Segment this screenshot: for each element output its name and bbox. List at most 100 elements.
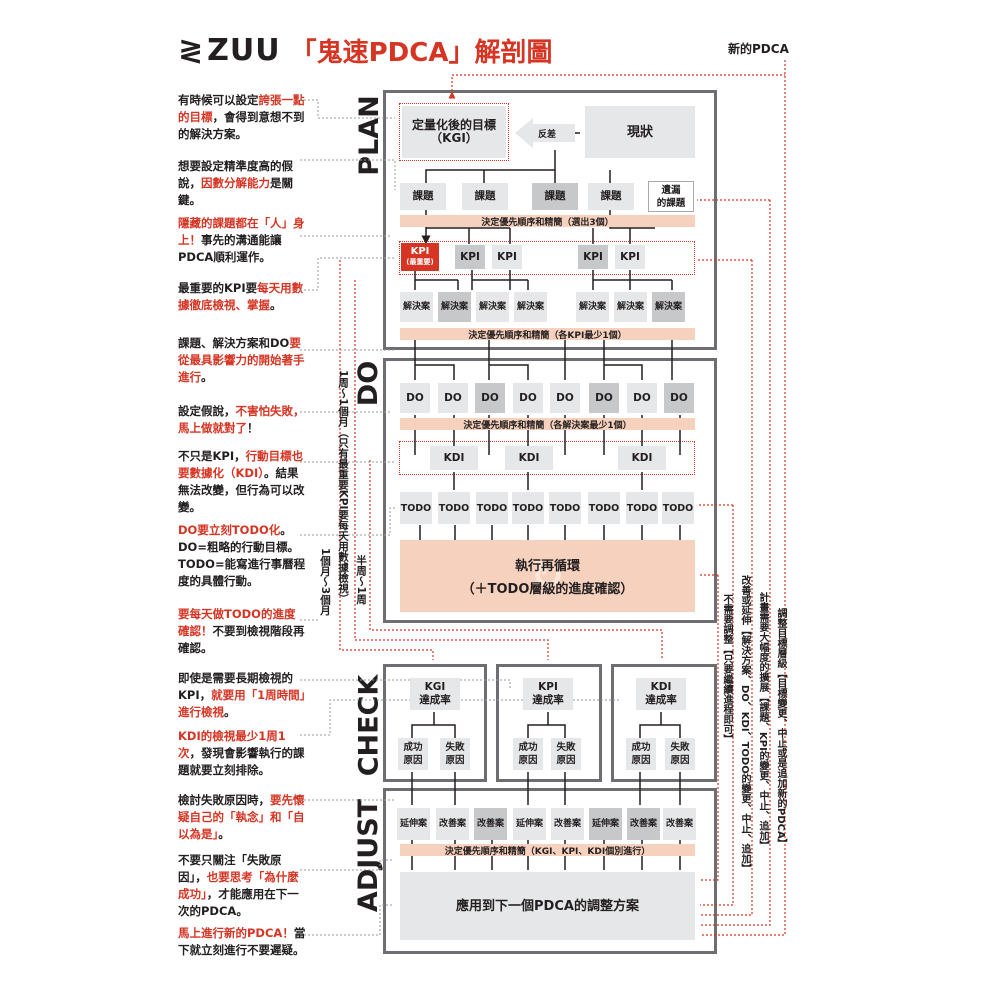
- note-1-segment-3: ，會得到意想不到的解決方案。: [178, 110, 305, 141]
- note-1-segment-2: 誇張一點的目標: [178, 93, 305, 124]
- zuu-logo-icon: ≷: [178, 32, 204, 68]
- note-13-segment-1: 不要只關注「失敗原因」，: [178, 853, 282, 884]
- note-4-segment-1: 最重要的KPI要: [178, 281, 258, 295]
- do-frame: [383, 358, 717, 623]
- plan-priority-band-2: 決定優先順序和精簡（各KPI最少1個）: [400, 328, 695, 341]
- issue-box-1: 課題: [400, 183, 446, 210]
- check-kpi-frame: [496, 664, 602, 782]
- note-8-segment-1: DO要立刻TODO化: [178, 523, 281, 537]
- apply-next-pdca-box: 應用到下一個PDCA的調整方案: [400, 872, 695, 940]
- do-box-4: DO: [513, 383, 543, 413]
- kpi-row-highlight: [399, 241, 695, 275]
- kpi-box-4: KPI: [615, 245, 645, 269]
- todo-box-1: TODO: [400, 492, 432, 524]
- do-box-7: DO: [627, 383, 657, 413]
- note-10: 即使是需要長期檢視的KPI，就要用「1周時間」進行檢視。: [178, 670, 306, 721]
- note-12-segment-1: 檢討失敗原因時，: [178, 793, 270, 807]
- do-box-5: DO: [550, 383, 580, 413]
- note-2-segment-1: 想要設定精準度高的假說，: [178, 159, 293, 190]
- kpi-achievement-box: KPI 達成率: [523, 678, 573, 710]
- kdi-box-3: KDI: [618, 446, 666, 470]
- todo-box-2: TODO: [438, 492, 470, 524]
- note-6: 設定假說，不害怕失敗，馬上做就對了！: [178, 403, 306, 437]
- do-box-6: DO: [589, 383, 619, 413]
- execution-loop-box: ↻ 執行再循環 （＋TODO層級的進度確認）: [400, 540, 695, 612]
- plan-frame: [383, 90, 717, 350]
- solution-box-4: 解決案: [514, 292, 547, 322]
- kdi-box-2: KDI: [505, 446, 553, 470]
- note-8-segment-2: 。DO=粗略的行動目標。TODO=能寫進行事曆程度的具體行動。: [178, 523, 306, 588]
- kdi-fail-box: 失敗 原因: [665, 738, 695, 770]
- kpi-box-2: KPI: [492, 245, 522, 269]
- kdi-box-1: KDI: [430, 446, 478, 470]
- note-4: 最重要的KPI要每天用數據徹底檢視、掌握。: [178, 280, 306, 314]
- kpi-main-box: KPI(最重要): [401, 243, 439, 271]
- right-label-1: 不需要調整【只要繼續進程即可】: [721, 594, 732, 744]
- freq-kgi-label: 1個月～3個月: [319, 548, 331, 616]
- do-box-8: DO: [664, 383, 694, 413]
- solution-box-1: 解決案: [400, 292, 433, 322]
- note-9-segment-1: 要每天做TODO的進度確認！: [178, 607, 296, 638]
- note-6-segment-2: 不害怕失敗，馬上做就對了: [178, 404, 305, 435]
- todo-box-3: TODO: [476, 492, 508, 524]
- note-9: 要每天做TODO的進度確認！不要到檢視階段再確認。: [178, 606, 306, 657]
- adjust-item-8: 改善案: [663, 808, 696, 840]
- do-box-3: DO: [475, 383, 505, 413]
- note-5-segment-1: 課題、解決方案和DO: [178, 336, 290, 350]
- adjust-item-3: 改善案: [474, 808, 507, 840]
- note-13-segment-2: 也要思考「為什麼成功」: [178, 870, 299, 901]
- kdi-achievement-box: KDI 達成率: [636, 678, 686, 710]
- todo-box-8: TODO: [662, 492, 694, 524]
- note-2-segment-3: 是關鍵。: [178, 176, 293, 207]
- solution-box-5: 解決案: [576, 292, 609, 322]
- plan-priority-band-1: 決定優先順序和精簡（選出3個）: [400, 215, 695, 228]
- note-7: 不只是KPI，行動目標也要數據化（KDI）。結果無法改變，但行為可以改變。: [178, 448, 306, 516]
- do-box-2: DO: [438, 383, 468, 413]
- check-kgi-frame: [383, 664, 487, 782]
- do-box-1: DO: [400, 383, 430, 413]
- issue-box-3: 課題: [532, 183, 578, 210]
- note-14-segment-2: 當下就立刻進行不要遲疑。: [178, 926, 306, 957]
- gap-label: 反差: [538, 130, 557, 140]
- note-10-segment-3: 。: [224, 705, 236, 719]
- missed-issue-box: 遺漏 的課題: [648, 181, 694, 212]
- right-label-3: 計畫需要大幅度的擴展【課題、KPI的變更、中止、追加】: [757, 592, 768, 851]
- note-12: 檢討失敗原因時，要先懷疑自己的「執念」和「自以為是」。: [178, 792, 306, 843]
- todo-box-4: TODO: [512, 492, 544, 524]
- note-12-segment-2: 要先懷疑自己的「執念」和「自以為是」: [178, 793, 305, 841]
- note-5-segment-2: 要從最具影響力的開始著手進行: [178, 336, 305, 384]
- note-11-segment-2: ，發現會影響執行的課題就要立刻排除。: [178, 746, 305, 777]
- note-11-segment-1: KDI的檢視最少1周1次: [178, 729, 286, 760]
- note-3-segment-2: 事先的溝通能讓PDCA順利運作。: [178, 233, 282, 264]
- todo-box-7: TODO: [626, 492, 658, 524]
- kgi-achievement-box: KGI 達成率: [410, 678, 460, 710]
- current-state-box: 現狀: [585, 106, 695, 158]
- logo-text: ZUU: [207, 32, 281, 68]
- kpi-box-3: KPI: [578, 245, 608, 269]
- kpi-box-1: KPI: [455, 245, 485, 269]
- note-14: 馬上進行新的PDCA！當下就立刻進行不要遲疑。: [178, 925, 306, 959]
- note-7-segment-2: 行動目標也要數據化（KDI）: [178, 449, 304, 480]
- loop-icon: ↻: [530, 553, 565, 599]
- issue-box-2: 課題: [462, 183, 508, 210]
- check-kdi-frame: [611, 664, 717, 782]
- note-14-segment-1: 馬上進行新的PDCA！: [178, 926, 294, 940]
- kgi-fail-box: 失敗 原因: [440, 738, 470, 770]
- note-12-segment-3: 。: [218, 827, 230, 841]
- note-1: 有時候可以設定誇張一點的目標，會得到意想不到的解決方案。: [178, 92, 306, 143]
- right-label-2: 改善或延伸【解決方案、DO、KDI、TODO的變更、中止、追加】: [739, 575, 750, 874]
- note-2: 想要設定精準度高的假說，因數分解能力是關鍵。: [178, 158, 306, 209]
- note-4-segment-2: 每天用數據徹底檢視、掌握: [178, 281, 304, 312]
- adjust-item-7: 改善案: [627, 808, 660, 840]
- header: ≷ ZUU 「鬼速PDCA」解剖圖: [178, 30, 552, 70]
- note-7-segment-3: 。結果無法改變，但行為可以改變。: [178, 466, 305, 514]
- todo-box-6: TODO: [588, 492, 620, 524]
- note-10-segment-1: 即使是需要長期檢視的KPI，: [178, 671, 293, 702]
- kdi-row-highlight: [399, 441, 695, 475]
- adjust-item-2: 改善案: [436, 808, 469, 840]
- adjust-priority-band: 決定優先順序和精簡（KGI、KPI、KDI個別進行）: [400, 844, 695, 857]
- note-5: 課題、解決方案和DO要從最具影響力的開始著手進行。: [178, 335, 306, 386]
- do-priority-band: 決定優先順序和精簡（各解決案最少1個）: [400, 418, 695, 431]
- note-9-segment-2: 不要到檢視階段再確認。: [178, 624, 305, 655]
